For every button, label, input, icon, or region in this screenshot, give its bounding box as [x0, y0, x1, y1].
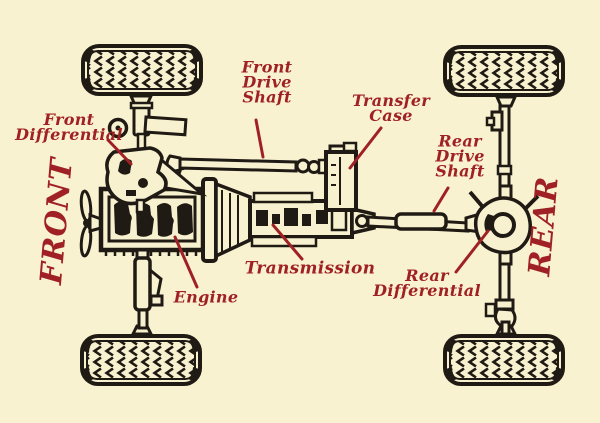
- tire-front-top: [81, 44, 203, 96]
- front-differential-label: Front Differential: [15, 110, 123, 144]
- rear-drive-shaft-label: Rear Drive Shaft: [435, 131, 485, 181]
- label-line: Transmission: [244, 258, 376, 279]
- label-line: Drive: [435, 146, 485, 166]
- label-line: Case: [369, 106, 413, 125]
- label-line: Front: [241, 57, 293, 77]
- label-line: Drive: [242, 72, 292, 92]
- engine-label: Engine: [173, 287, 239, 307]
- bell-housing: [201, 177, 252, 263]
- label-line: Engine: [173, 287, 239, 307]
- label-line: Transfer: [351, 91, 431, 110]
- rear-axle-upper: [468, 104, 540, 210]
- front-drive-shaft-leader: [254, 118, 265, 159]
- label-line: Differential: [373, 281, 481, 300]
- front-drive-shaft-illustration: [165, 154, 331, 175]
- transmission-label: Transmission: [244, 258, 376, 279]
- rear-drive-shaft-illustration: [355, 212, 488, 234]
- tire-rear-top: [443, 45, 565, 97]
- tire-front-bottom: [80, 334, 202, 386]
- transfer-case-label: Transfer Case: [351, 91, 431, 125]
- label-line: Shaft: [242, 87, 292, 107]
- front-drive-shaft-label: Front Drive Shaft: [241, 57, 293, 107]
- front-differential-leader: [106, 138, 133, 166]
- transfer-case-illustration: [324, 141, 358, 212]
- front-axle-lower: [133, 248, 164, 330]
- label-line: Front: [43, 110, 95, 129]
- transfer-case-leader: [348, 126, 383, 170]
- label-line: Rear: [438, 131, 482, 151]
- transmission-leader: [271, 223, 304, 261]
- rear-drive-shaft-leader: [432, 186, 450, 213]
- callout-lines: [106, 118, 490, 289]
- rear-differential-illustration: [473, 184, 533, 266]
- tire-rear-bottom: [443, 334, 565, 386]
- rear-differential-label: Rear Differential: [373, 266, 481, 300]
- label-line: Differential: [15, 125, 123, 144]
- rear-differential-leader: [454, 229, 490, 274]
- engine-leader: [173, 235, 199, 289]
- label-line: Rear: [405, 266, 449, 285]
- rear-axle-lower: [484, 262, 517, 336]
- label-line: Shaft: [435, 161, 485, 181]
